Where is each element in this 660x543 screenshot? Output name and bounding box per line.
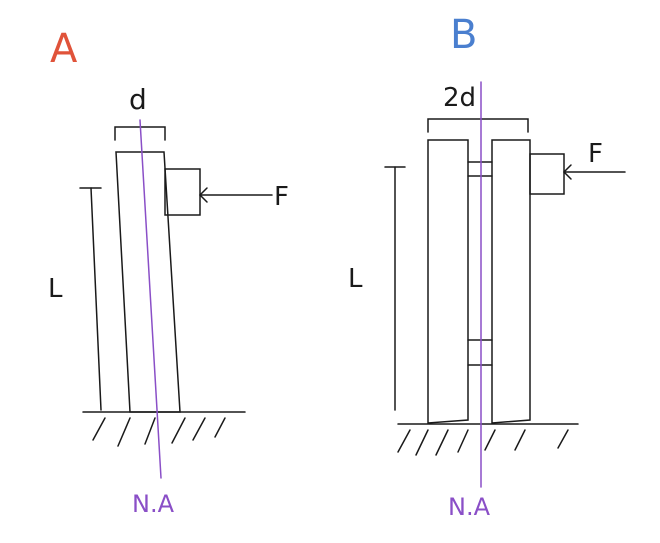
diagram-a-force-label: F: [274, 182, 289, 212]
diagram-b-load-block: [529, 153, 565, 195]
diagram-b-force-label: F: [588, 139, 603, 169]
diagram-a-length-label: L: [48, 274, 63, 304]
diagram-b-left-column: [427, 139, 469, 424]
diagram-b-ground-hatching: [397, 429, 569, 456]
diagram-b-width-bracket: [427, 118, 529, 133]
diagram-b-upper-connector: [467, 161, 493, 177]
diagram-a-column: [115, 151, 181, 413]
diagram-b-right-column: [491, 139, 531, 424]
diagram-a-width-label: d: [129, 83, 147, 116]
diagram-a-load-block: [164, 168, 201, 216]
diagram-b-length-label: L: [348, 264, 363, 294]
diagram-b-lower-connector: [467, 339, 493, 366]
diagram-a-title: A: [50, 26, 78, 72]
diagram-b: B 2d F L: [348, 12, 626, 521]
diagram-b-width-label: 2d: [443, 83, 476, 113]
diagram-b-title: B: [450, 12, 477, 58]
diagram-b-arrowhead: [562, 164, 572, 180]
diagram-a-arrowhead: [198, 187, 208, 203]
diagram-a-axis-label: N.A: [132, 490, 175, 518]
diagram-a-length-line: [90, 187, 102, 411]
diagram-a: A d F L N.A: [48, 26, 289, 518]
diagram-a-neutral-axis: [139, 119, 162, 479]
diagram-a-ground-hatching: [92, 417, 226, 447]
diagram-b-axis-label: N.A: [448, 493, 491, 521]
